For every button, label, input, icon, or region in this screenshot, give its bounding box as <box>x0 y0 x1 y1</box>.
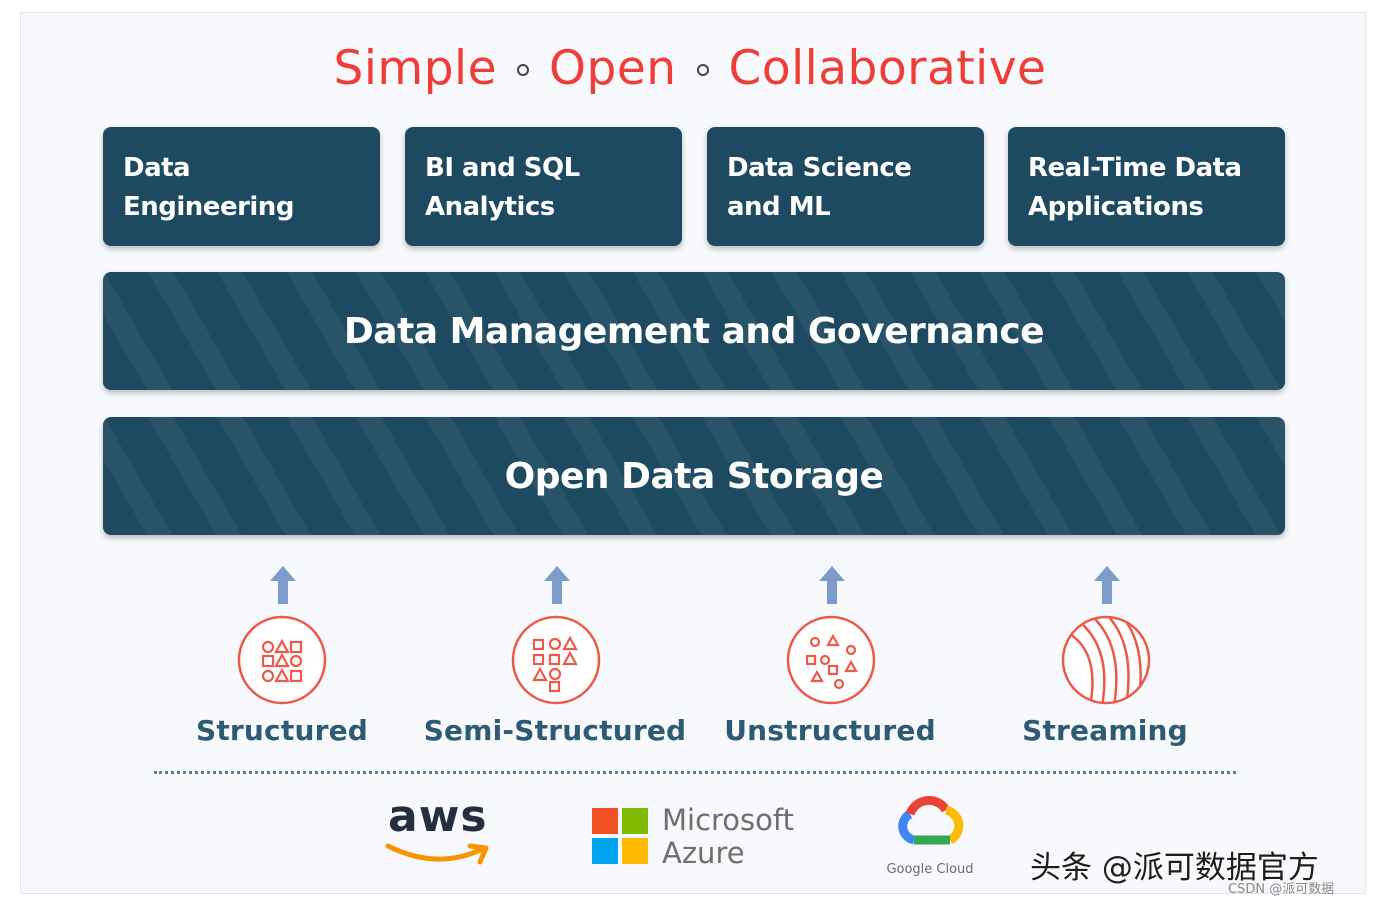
workload-label: Data Science and ML <box>727 153 912 222</box>
up-arrow-icon <box>819 566 845 604</box>
watermark-toutiao: 头条 @派可数据官方 <box>1030 850 1319 886</box>
source-label-semi-structured: Semi-Structured <box>423 714 687 747</box>
microsoft-logo-icon <box>592 808 648 864</box>
workload-label: Data Engineering <box>123 153 294 222</box>
separator-circle-icon <box>517 63 529 76</box>
workload-box-data-science: Data Science and ML <box>707 127 984 246</box>
workload-box-data-engineering: Data Engineering <box>103 127 380 246</box>
source-label-unstructured: Unstructured <box>724 714 936 747</box>
unstructured-data-icon <box>786 615 876 705</box>
google-cloud-text: Google Cloud <box>886 862 974 877</box>
workload-label: Real-Time Data Applications <box>1028 153 1242 222</box>
aws-logo-text: aws <box>388 791 488 842</box>
aws-smile-icon <box>385 843 489 865</box>
workload-box-real-time: Real-Time Data Applications <box>1008 127 1285 246</box>
watermark-csdn: CSDN @派可数据 <box>1228 882 1335 897</box>
storage-layer: Open Data Storage <box>103 417 1285 535</box>
structured-data-icon <box>237 615 327 705</box>
diagram-title: Simple Open Collaborative <box>0 36 1380 102</box>
azure-logo-text: Microsoft Azure <box>662 803 794 870</box>
source-label-streaming: Streaming <box>1022 714 1188 747</box>
up-arrow-icon <box>1094 566 1120 604</box>
storage-label: Open Data Storage <box>504 455 884 497</box>
dotted-divider <box>154 771 1236 774</box>
semi-structured-data-icon <box>511 615 601 705</box>
workload-box-bi-sql: BI and SQL Analytics <box>405 127 682 246</box>
streaming-data-icon <box>1061 615 1151 705</box>
up-arrow-icon <box>270 566 296 604</box>
google-cloud-logo-icon <box>898 796 964 845</box>
separator-circle-icon <box>696 63 709 76</box>
title-word-collaborative: Collaborative <box>728 41 1047 96</box>
title-word-open: Open <box>549 41 677 96</box>
source-label-structured: Structured <box>195 714 369 747</box>
up-arrow-icon <box>544 566 570 604</box>
governance-label: Data Management and Governance <box>343 310 1045 352</box>
title-word-simple: Simple <box>333 41 497 96</box>
workload-label: BI and SQL Analytics <box>425 153 580 222</box>
governance-layer: Data Management and Governance <box>103 272 1285 390</box>
